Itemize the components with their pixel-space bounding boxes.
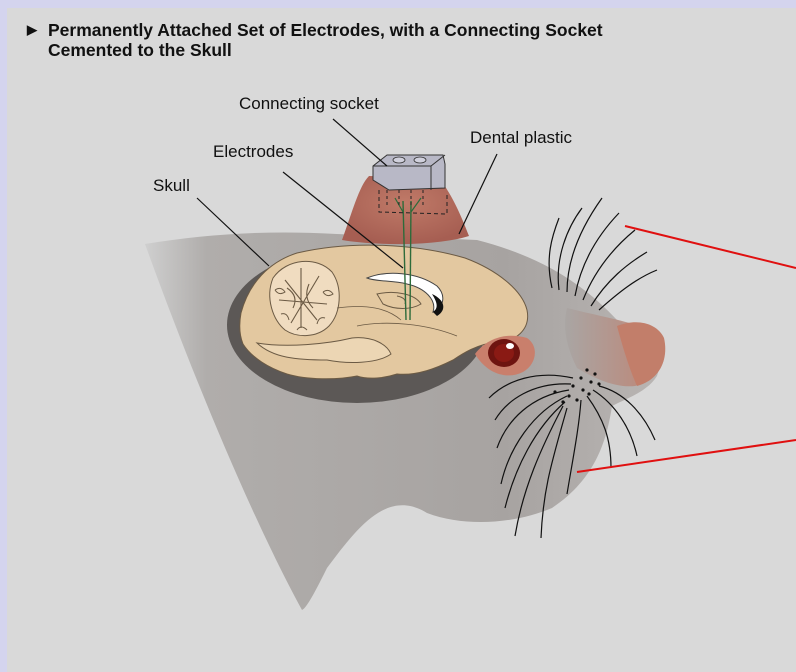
rat-head-diagram: Connecting socket Electrodes Dental plas… [7,8,796,672]
leader-connecting-socket [333,119,387,166]
figure-frame: ▶ Permanently Attached Set of Electrodes… [7,8,796,672]
leader-dental-plastic [459,154,497,234]
red-line-upper [625,226,796,268]
label-electrodes: Electrodes [213,142,293,161]
electrode-2 [410,201,411,320]
label-dental-plastic: Dental plastic [470,128,573,147]
label-connecting-socket: Connecting socket [239,94,379,113]
cerebellum [270,261,339,335]
connecting-socket [373,155,445,190]
red-line-lower [577,440,796,472]
label-skull: Skull [153,176,190,195]
